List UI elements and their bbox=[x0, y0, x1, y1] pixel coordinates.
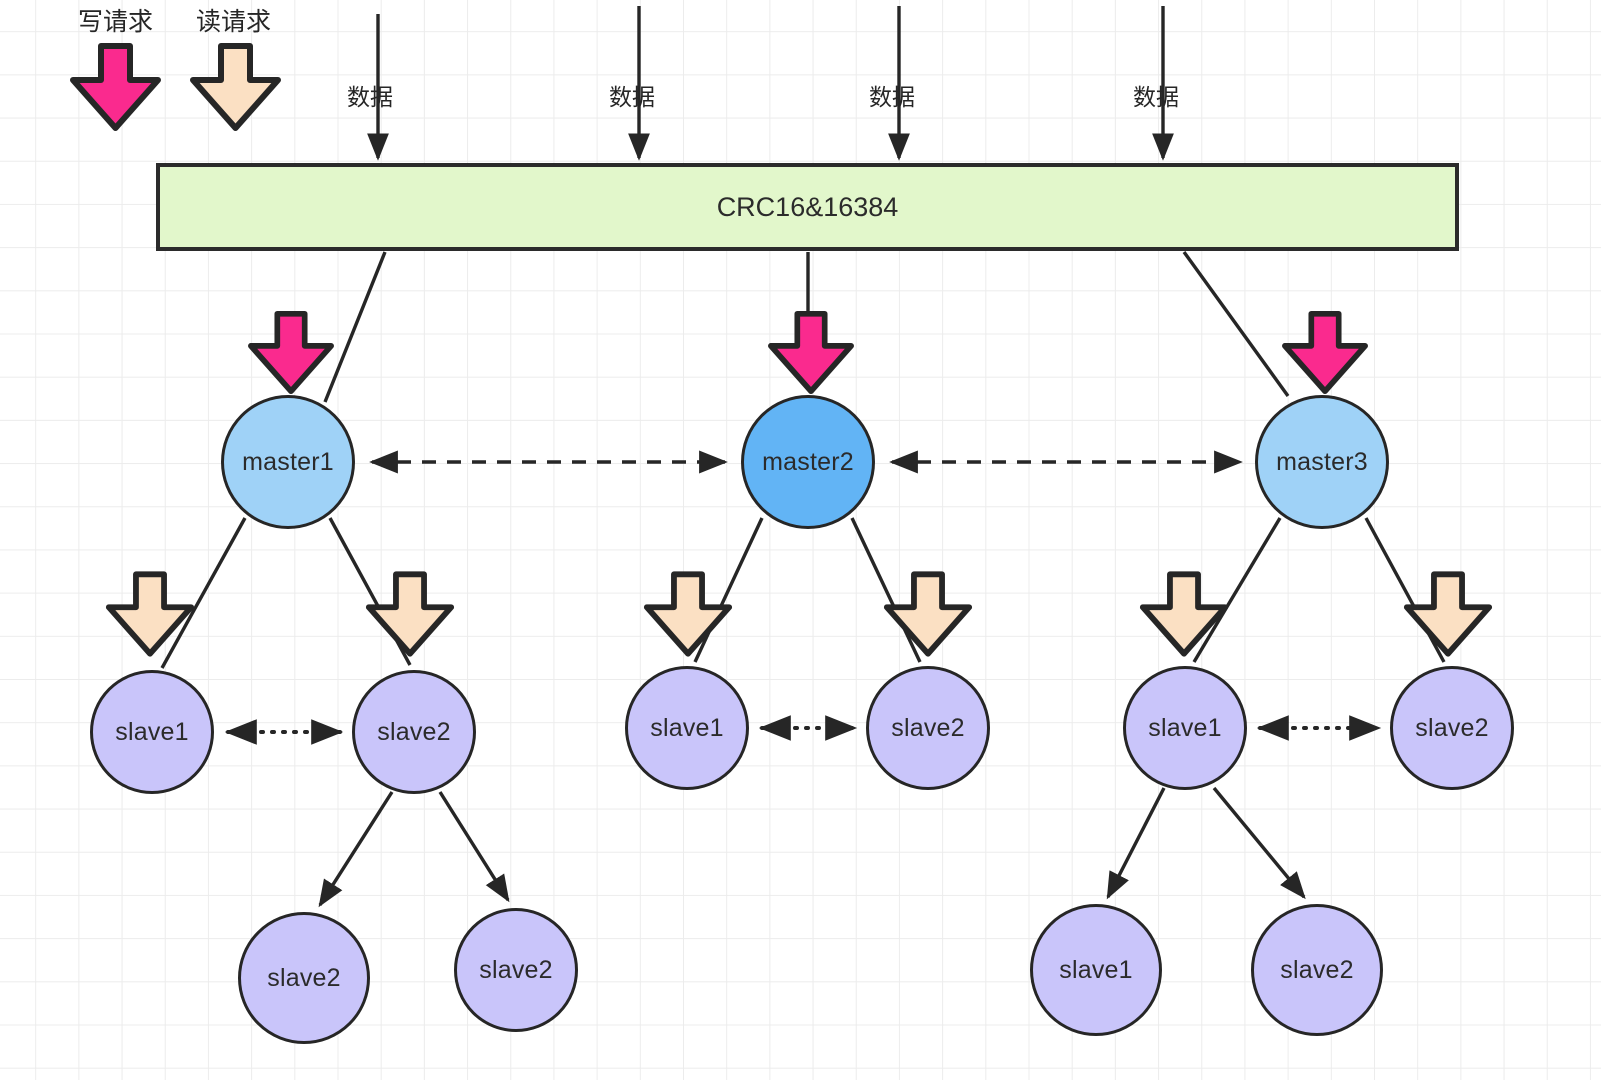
data-input-lines bbox=[367, 6, 1174, 161]
data-label-3: 数据 bbox=[869, 84, 915, 110]
node-slave1-cluster2-label: slave1 bbox=[650, 713, 724, 742]
legend-label-read: 读请求 bbox=[196, 8, 272, 36]
write-arrow-master1-icon bbox=[246, 310, 336, 395]
data-label-1: 数据 bbox=[347, 84, 393, 110]
node-slave1-cluster2[interactable]: slave1 bbox=[625, 666, 749, 790]
legend-label-write: 写请求 bbox=[78, 8, 154, 36]
s1b-to-s1b1 bbox=[318, 791, 394, 908]
node-subslave-3-label: slave1 bbox=[1059, 955, 1133, 984]
data-label-2: 数据 bbox=[609, 84, 655, 110]
node-master1-label: master1 bbox=[242, 447, 334, 476]
s1b-to-s1b2 bbox=[438, 791, 510, 903]
read-arrow-slave2-c2-icon bbox=[882, 570, 974, 658]
write-arrow-master2-icon bbox=[766, 310, 856, 395]
node-subslave-4-label: slave2 bbox=[1280, 955, 1354, 984]
s3a-to-s3a1 bbox=[1106, 787, 1166, 900]
read-arrow-slave1-c2-icon bbox=[642, 570, 734, 658]
node-master3-label: master3 bbox=[1276, 447, 1368, 476]
node-slave2-cluster3-label: slave2 bbox=[1415, 713, 1489, 742]
node-master2-label: master2 bbox=[762, 447, 854, 476]
node-subslave-1[interactable]: slave2 bbox=[238, 912, 370, 1044]
read-arrow-slave2-c3-icon bbox=[1402, 570, 1494, 658]
node-master1[interactable]: master1 bbox=[221, 395, 355, 529]
node-slave1-cluster3-label: slave1 bbox=[1148, 713, 1222, 742]
read-arrow-slave1-c3-icon bbox=[1138, 570, 1230, 658]
node-slave1-cluster3[interactable]: slave1 bbox=[1123, 666, 1247, 790]
node-slave1-cluster1-label: slave1 bbox=[115, 717, 189, 746]
node-slave2-cluster2-label: slave2 bbox=[891, 713, 965, 742]
router-to-master3 bbox=[1182, 251, 1290, 397]
legend-write-arrow-icon bbox=[68, 42, 163, 132]
s3a-to-s3a2 bbox=[1212, 786, 1306, 900]
node-subslave-2[interactable]: slave2 bbox=[454, 908, 578, 1032]
slave-to-subslave-lines bbox=[318, 786, 1306, 908]
node-slave2-cluster2[interactable]: slave2 bbox=[866, 666, 990, 790]
node-master3[interactable]: master3 bbox=[1255, 395, 1389, 529]
node-subslave-3[interactable]: slave1 bbox=[1030, 904, 1162, 1036]
master-to-slave-lines bbox=[160, 517, 1446, 669]
node-slave2-cluster1[interactable]: slave2 bbox=[352, 670, 476, 794]
node-subslave-1-label: slave2 bbox=[267, 963, 341, 992]
write-arrow-master3-icon bbox=[1280, 310, 1370, 395]
crc16-router-label: CRC16&16384 bbox=[716, 191, 899, 222]
node-subslave-4[interactable]: slave2 bbox=[1251, 904, 1383, 1036]
node-slave2-cluster1-label: slave2 bbox=[377, 717, 451, 746]
node-slave1-cluster1[interactable]: slave1 bbox=[90, 670, 214, 794]
data-label-4: 数据 bbox=[1133, 84, 1179, 110]
node-slave2-cluster3[interactable]: slave2 bbox=[1390, 666, 1514, 790]
read-arrow-slave2-c1-icon bbox=[364, 570, 456, 658]
node-master2[interactable]: master2 bbox=[741, 395, 875, 529]
crc16-router-box[interactable]: CRC16&16384 bbox=[156, 163, 1459, 251]
node-subslave-2-label: slave2 bbox=[479, 955, 553, 984]
read-arrow-slave1-c1-icon bbox=[104, 570, 196, 658]
legend-read-arrow-icon bbox=[188, 42, 283, 132]
